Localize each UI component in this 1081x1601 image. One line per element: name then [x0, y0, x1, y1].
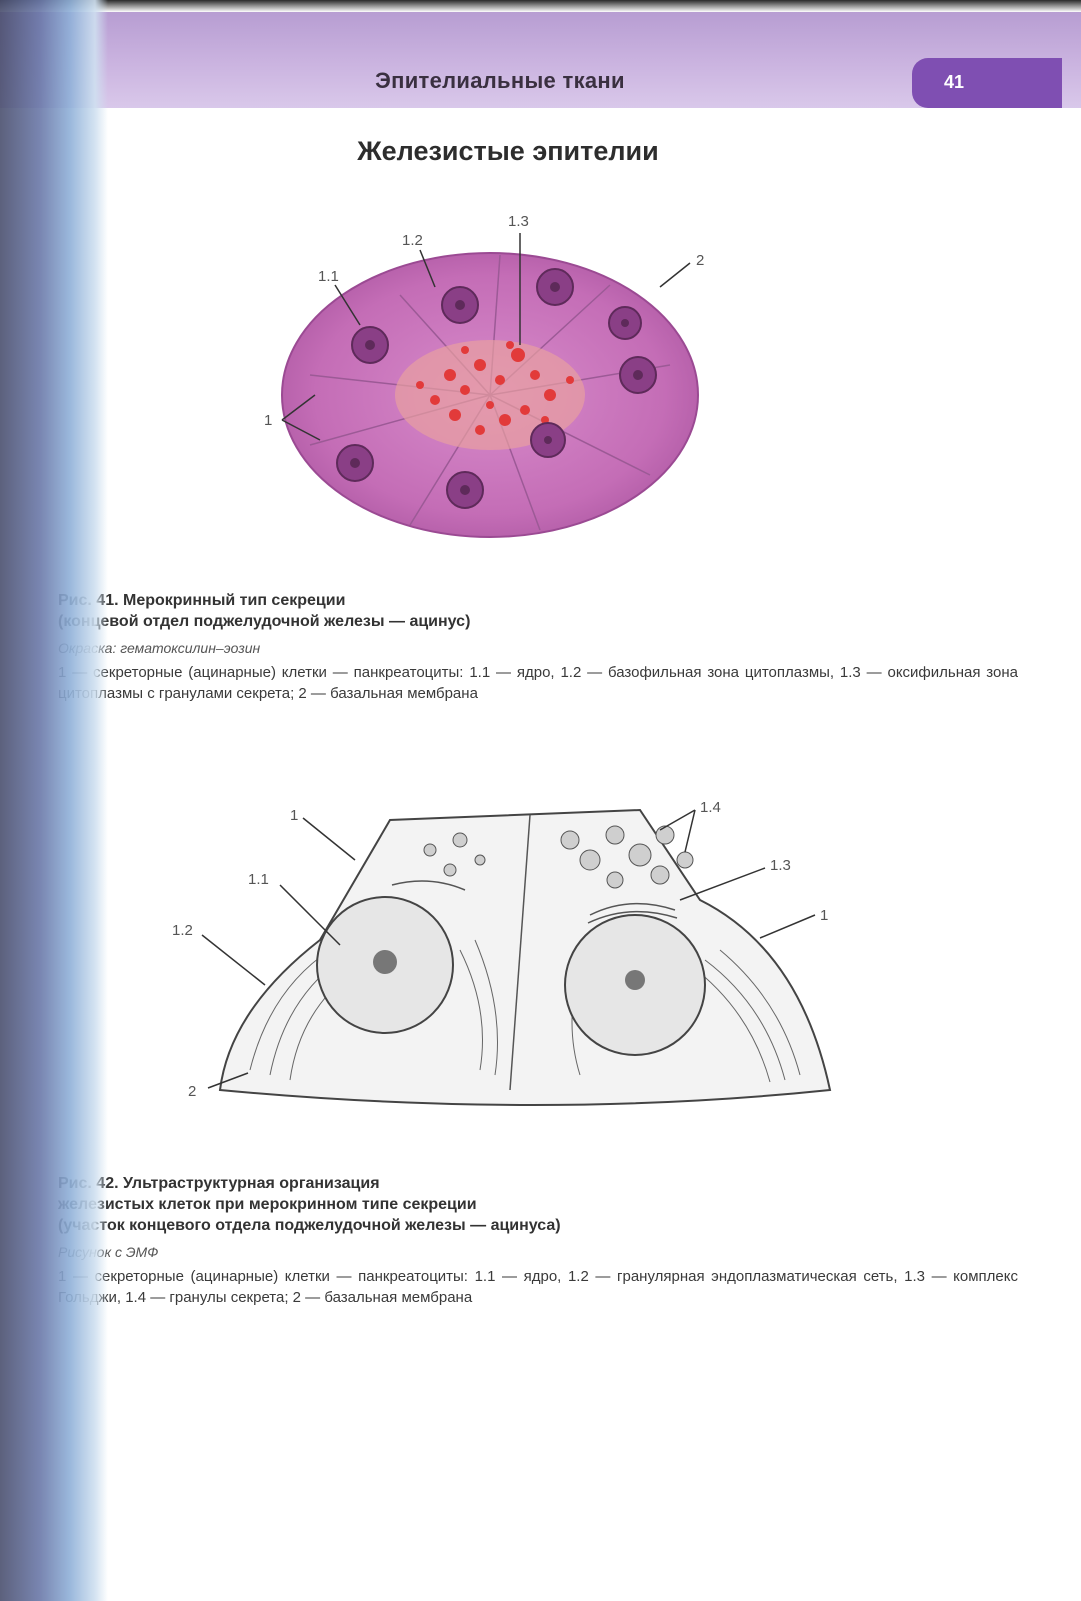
page-number: 41 — [943, 72, 965, 92]
label-1-2: 1.2 — [172, 922, 193, 939]
cell-boundary — [509, 814, 531, 1091]
label-1-3: 1.3 — [508, 213, 529, 230]
nucleoli — [350, 282, 643, 495]
section-title: Железистые эпителии — [357, 136, 659, 166]
figure-42-description: 1 — секреторные (ацинарные) клетки — пан… — [58, 1268, 1018, 1306]
cell-pair-outline — [218, 808, 832, 1106]
label-1-4: 1.4 — [700, 799, 721, 816]
label-1-1: 1.1 — [318, 268, 339, 285]
page-binding-shadow — [0, 0, 108, 1601]
nucleolus-left — [373, 950, 397, 974]
page-top-edge — [0, 0, 1081, 12]
figure-41-title-line2: (концевой отдел поджелудочной железы — а… — [58, 613, 471, 630]
leader-lines — [201, 809, 816, 1089]
running-header-title: Эпителиальные ткани — [375, 68, 625, 93]
nucleolus-right — [625, 970, 645, 990]
label-1: 1 — [264, 412, 272, 429]
figure-42-illustration: 1 1.1 1.2 1.4 1.3 1 2 — [160, 790, 860, 1110]
label-1-left: 1 — [290, 807, 298, 824]
figure-42-title-line3: (участок концевого отдела поджелудочной … — [58, 1217, 561, 1234]
figure-42-title-line2: железистых клеток при мерокринном типе с… — [58, 1196, 477, 1213]
header-band — [0, 12, 1081, 108]
label-1-3: 1.3 — [770, 857, 791, 874]
secretory-granules — [416, 341, 574, 435]
golgi-complex — [391, 880, 678, 924]
figure-42-caption: Рис. 42. Ультраструктурная организация ж… — [58, 1173, 1018, 1308]
label-1-2: 1.2 — [402, 232, 423, 249]
page-number-tab: 41 — [912, 58, 1062, 108]
figure-41-title-line1: Рис. 41. Мерокринный тип секреции — [58, 592, 346, 609]
figure-41-description: 1 — секреторные (ацинарные) клетки — пан… — [58, 664, 1018, 702]
figure-41-stain: Окраска: гематоксилин–эозин — [58, 640, 261, 656]
lumen-secretory-granules — [395, 340, 585, 450]
label-1-1: 1.1 — [248, 871, 269, 888]
secretory-granules — [423, 825, 694, 889]
figure-41-illustration: 1.3 1.2 1.1 2 1 — [250, 205, 750, 550]
figure-42-title-line1: Рис. 42. Ультраструктурная организация — [58, 1175, 380, 1192]
leader-lines — [281, 233, 691, 441]
figure-42-source: Рисунок с ЭМФ — [58, 1244, 159, 1260]
label-2: 2 — [188, 1083, 196, 1100]
label-2: 2 — [696, 252, 704, 269]
figure-41-caption: Рис. 41. Мерокринный тип секреции (конце… — [58, 590, 1018, 704]
label-1-right: 1 — [820, 907, 828, 924]
